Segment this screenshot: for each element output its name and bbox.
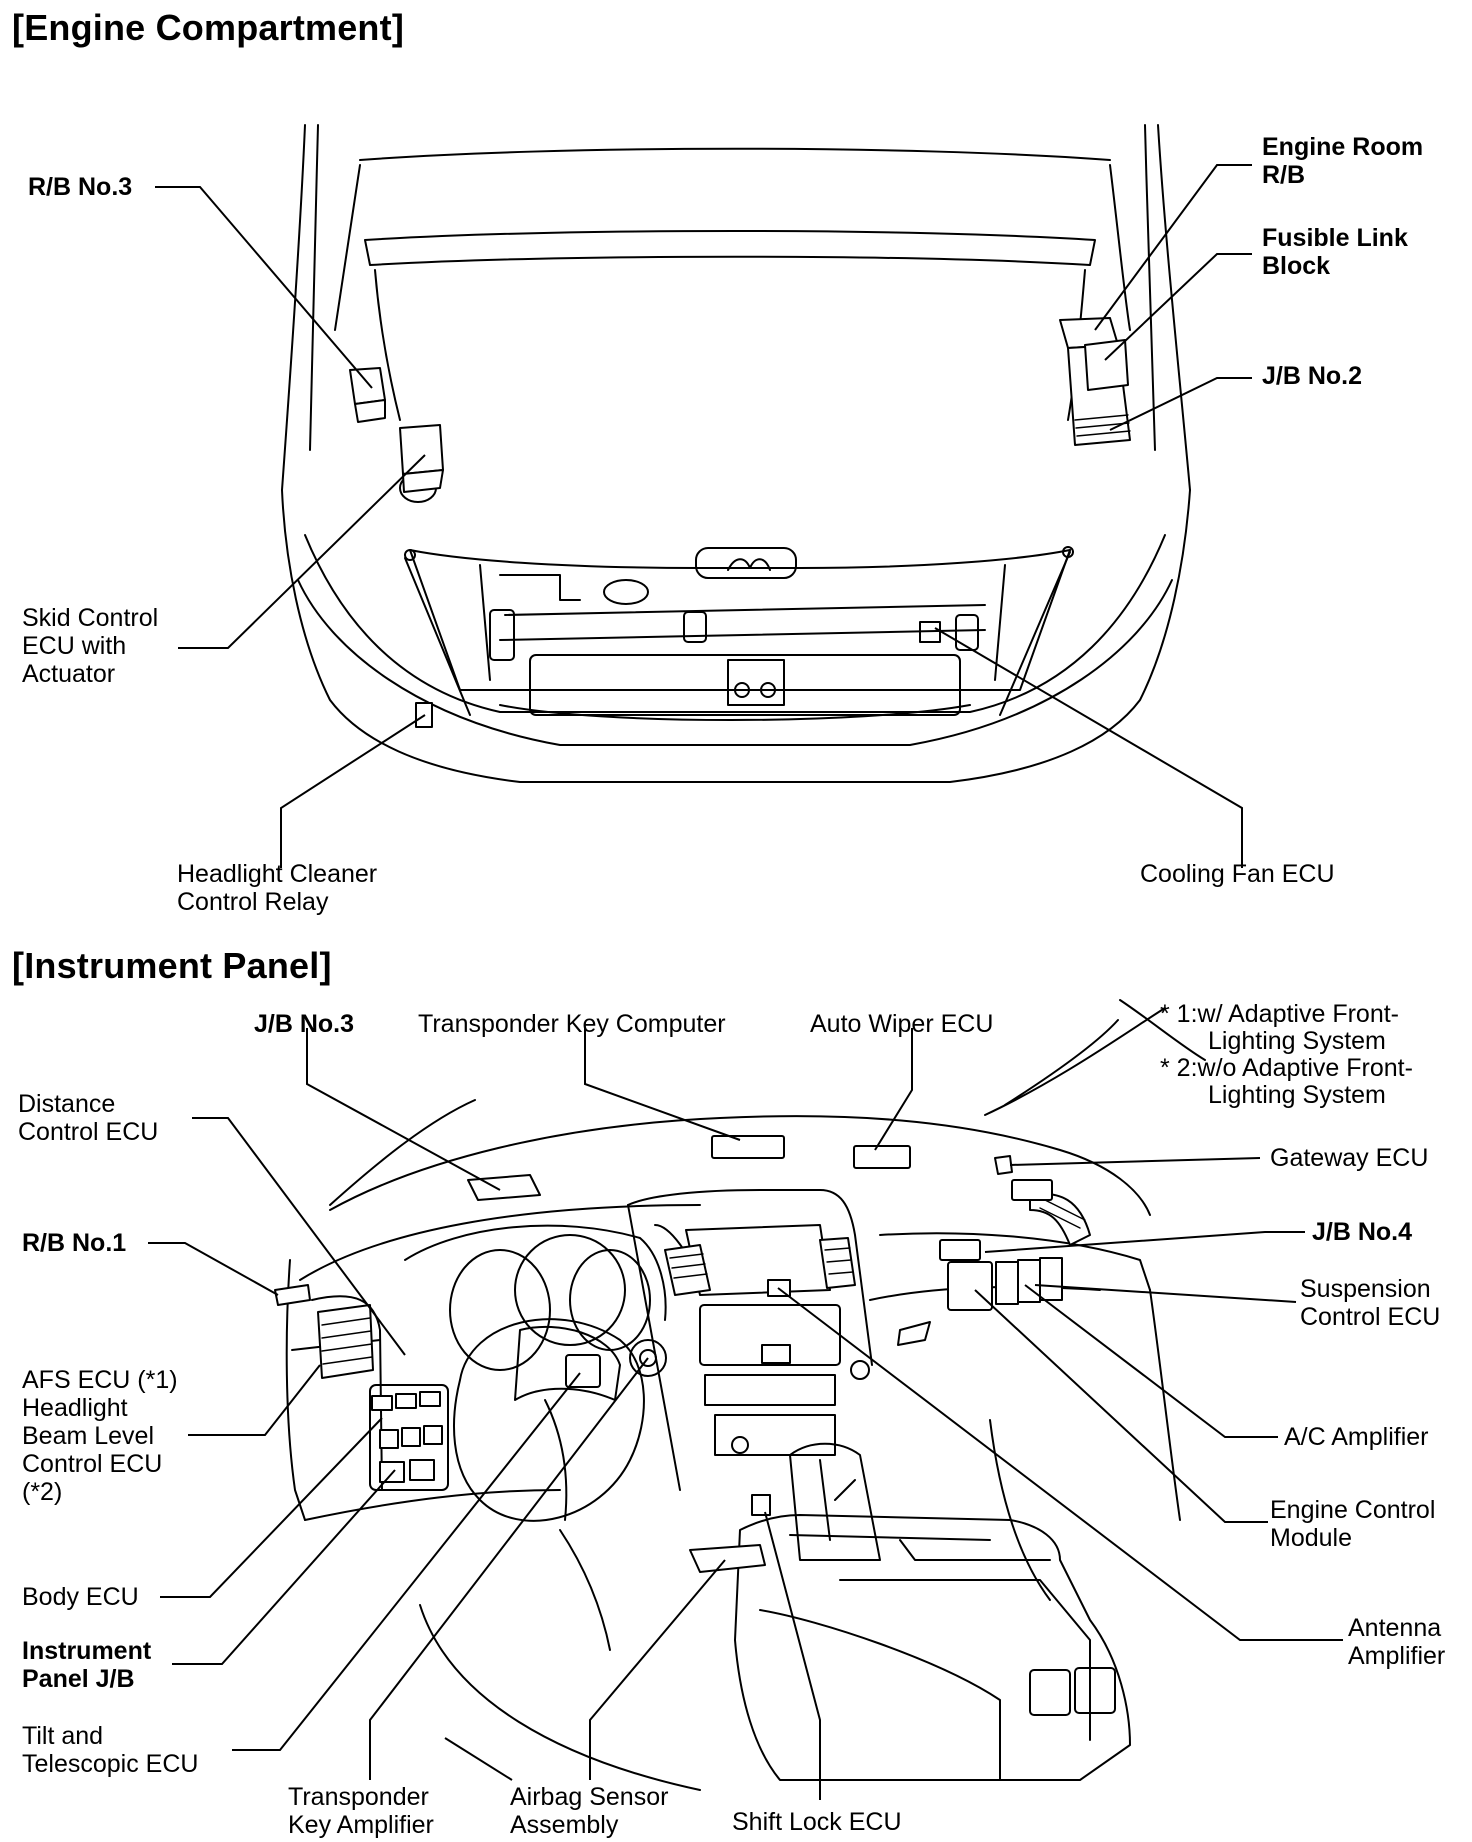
- label-skid-control-ecu-line1: Skid Control: [22, 604, 159, 632]
- label-ac-amplifier: A/C Amplifier: [1284, 1423, 1429, 1451]
- label-transponder-key-amplifier-line1: Transponder: [288, 1783, 429, 1811]
- label-transponder-key-computer: Transponder Key Computer: [418, 1010, 726, 1038]
- panel-leader-lines: [148, 1028, 1343, 1800]
- label-engine-room-rb: Engine Room R/B: [1262, 133, 1423, 189]
- label-suspension-control-ecu-line2: Control ECU: [1300, 1303, 1441, 1331]
- label-afs-ecu-line4: Control ECU: [22, 1450, 163, 1478]
- label-jb-no3: J/B No.3: [254, 1010, 355, 1038]
- label-antenna-amplifier-line1: Antenna: [1348, 1614, 1442, 1642]
- label-engine-control-module: Engine Control Module: [1270, 1496, 1435, 1552]
- label-skid-control-ecu-line2: ECU with: [22, 632, 127, 660]
- label-engine-room-rb-line1: Engine Room: [1262, 133, 1424, 161]
- instrument-panel-title: [Instrument Panel]: [12, 945, 332, 986]
- engine-compartment-title: [Engine Compartment]: [12, 7, 405, 48]
- footnote-2-line2: Lighting System: [1208, 1081, 1386, 1109]
- label-engine-control-module-line2: Module: [1270, 1524, 1352, 1552]
- label-afs-ecu-line2: Headlight: [22, 1394, 128, 1422]
- label-shift-lock-ecu: Shift Lock ECU: [732, 1808, 902, 1836]
- label-airbag-sensor-assembly: Airbag Sensor Assembly: [510, 1783, 668, 1839]
- label-transponder-key-amplifier: Transponder Key Amplifier: [288, 1783, 434, 1839]
- label-instrument-panel-jb-line2: Panel J/B: [22, 1665, 135, 1693]
- label-jb-no4: J/B No.4: [1312, 1218, 1413, 1246]
- label-headlight-cleaner-relay-line2: Control Relay: [177, 888, 329, 916]
- label-fusible-link-block-line1: Fusible Link: [1262, 224, 1408, 252]
- label-instrument-panel-jb: Instrument Panel J/B: [22, 1637, 151, 1693]
- label-afs-ecu-line1: AFS ECU (*1): [22, 1366, 178, 1394]
- label-tilt-telescopic-ecu: Tilt and Telescopic ECU: [22, 1722, 198, 1778]
- label-afs-ecu-line3: Beam Level: [22, 1422, 155, 1450]
- footnote-2-line1: * 2:w/o Adaptive Front-: [1160, 1054, 1413, 1082]
- dashboard-drawing: [274, 999, 1206, 1791]
- label-airbag-sensor-assembly-line2: Assembly: [510, 1811, 619, 1839]
- label-antenna-amplifier: Antenna Amplifier: [1348, 1614, 1445, 1670]
- label-distance-control-ecu-line2: Control ECU: [18, 1118, 159, 1146]
- label-headlight-cleaner-relay: Headlight Cleaner Control Relay: [177, 860, 377, 916]
- label-jb-no2: J/B No.2: [1262, 362, 1363, 390]
- footnote-1-line1: * 1:w/ Adaptive Front-: [1160, 1000, 1400, 1028]
- footnote-1-line2: Lighting System: [1208, 1027, 1386, 1055]
- label-engine-control-module-line1: Engine Control: [1270, 1496, 1436, 1524]
- label-cooling-fan-ecu: Cooling Fan ECU: [1140, 860, 1335, 888]
- label-body-ecu: Body ECU: [22, 1583, 139, 1611]
- label-auto-wiper-ecu: Auto Wiper ECU: [810, 1010, 994, 1038]
- label-airbag-sensor-assembly-line1: Airbag Sensor: [510, 1783, 669, 1811]
- label-afs-ecu-line5: (*2): [22, 1478, 63, 1506]
- label-fusible-link-block: Fusible Link Block: [1262, 224, 1408, 280]
- label-skid-control-ecu-line3: Actuator: [22, 660, 116, 688]
- label-antenna-amplifier-line2: Amplifier: [1348, 1642, 1446, 1670]
- label-suspension-control-ecu-line1: Suspension: [1300, 1275, 1431, 1303]
- afs-footnotes: * 1:w/ Adaptive Front- Lighting System *…: [1160, 1001, 1413, 1109]
- label-instrument-panel-jb-line1: Instrument: [22, 1637, 152, 1665]
- label-afs-ecu: AFS ECU (*1) Headlight Beam Level Contro…: [22, 1366, 178, 1506]
- engine-leader-lines: [155, 164, 1252, 868]
- label-engine-room-rb-line2: R/B: [1262, 161, 1306, 189]
- label-skid-control-ecu: Skid Control ECU with Actuator: [22, 604, 158, 688]
- label-headlight-cleaner-relay-line1: Headlight Cleaner: [177, 860, 378, 888]
- label-tilt-telescopic-ecu-line1: Tilt and: [22, 1722, 104, 1750]
- label-rb-no1: R/B No.1: [22, 1229, 127, 1257]
- label-transponder-key-amplifier-line2: Key Amplifier: [288, 1811, 434, 1839]
- label-suspension-control-ecu: Suspension Control ECU: [1300, 1275, 1440, 1331]
- label-distance-control-ecu-line1: Distance: [18, 1090, 116, 1118]
- label-distance-control-ecu: Distance Control ECU: [18, 1090, 158, 1146]
- label-fusible-link-block-line2: Block: [1262, 252, 1331, 280]
- label-rb-no3: R/B No.3: [28, 173, 133, 201]
- engine-bay-drawing: [281, 124, 1191, 783]
- label-tilt-telescopic-ecu-line2: Telescopic ECU: [22, 1750, 199, 1778]
- label-gateway-ecu: Gateway ECU: [1270, 1144, 1429, 1172]
